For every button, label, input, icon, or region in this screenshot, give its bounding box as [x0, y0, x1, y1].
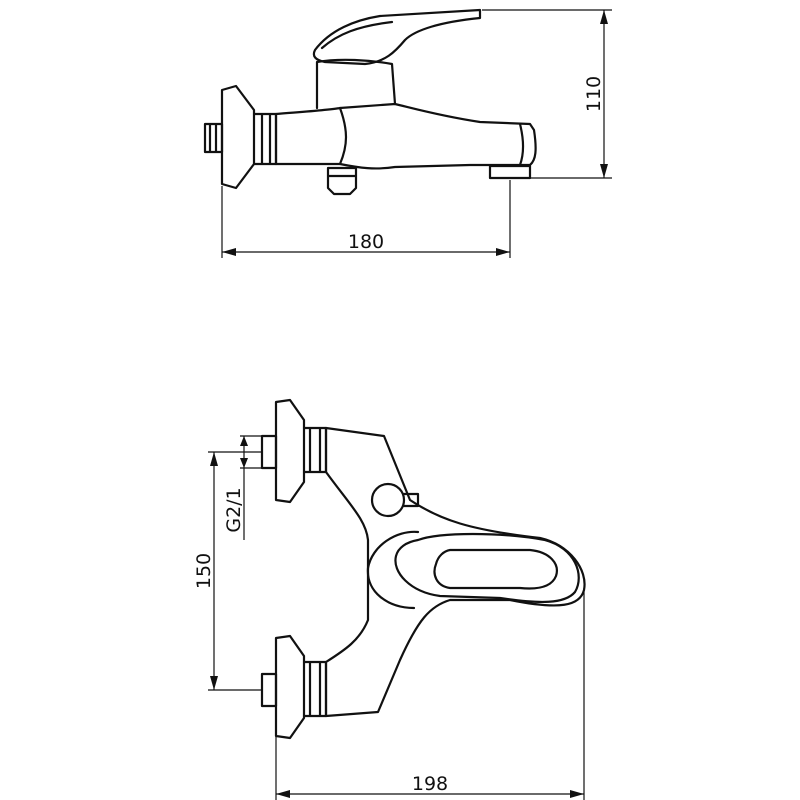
top-lever-outer: [394, 532, 580, 604]
thread-arrow-bottom: [240, 458, 248, 468]
top-spacing-arrow-top: [210, 452, 218, 466]
side-view: 180 110: [203, 8, 612, 258]
side-spout-outlet: [488, 164, 532, 180]
top-mixer-body: [324, 426, 586, 718]
side-height-label: 110: [583, 76, 605, 112]
side-height-arrow-top: [600, 10, 608, 24]
top-width-label: 198: [412, 773, 448, 795]
top-upper-fitting: [260, 434, 278, 470]
top-spacing-label: 150: [193, 553, 215, 589]
side-width-label: 180: [348, 231, 384, 253]
top-upper-hex: [302, 426, 328, 474]
thread-label: G2/1: [223, 487, 245, 532]
side-body-seam: [338, 106, 348, 166]
top-spacing-arrow-bottom: [210, 676, 218, 690]
side-width-arrow-left: [222, 248, 236, 256]
top-diverter-knob: [370, 482, 406, 518]
side-hex-connector: [252, 112, 278, 166]
top-width-arrow-right: [570, 790, 584, 798]
side-spout-lip: [518, 122, 525, 167]
top-view: 150 G2/1 198: [193, 398, 586, 800]
thread-arrow-top: [240, 436, 248, 446]
top-cartridge-ring: [366, 530, 420, 610]
side-wall-flange: [220, 84, 256, 190]
side-lever-detail: [320, 20, 394, 50]
top-diverter-pin: [402, 492, 420, 508]
top-lever-slot: [433, 548, 558, 590]
side-height-arrow-bottom: [600, 164, 608, 178]
side-width-arrow-right: [496, 248, 510, 256]
top-lower-hex: [302, 660, 328, 718]
side-mixer-body: [274, 102, 537, 170]
side-lever-handle: [312, 8, 482, 66]
top-width-arrow-left: [276, 790, 290, 798]
top-lower-flange: [274, 634, 306, 740]
top-upper-flange: [274, 398, 306, 504]
top-lower-fitting: [260, 672, 278, 708]
side-cartridge-stem: [315, 58, 397, 110]
side-fitting-nut: [203, 122, 224, 154]
side-diverter-knob: [326, 166, 358, 196]
